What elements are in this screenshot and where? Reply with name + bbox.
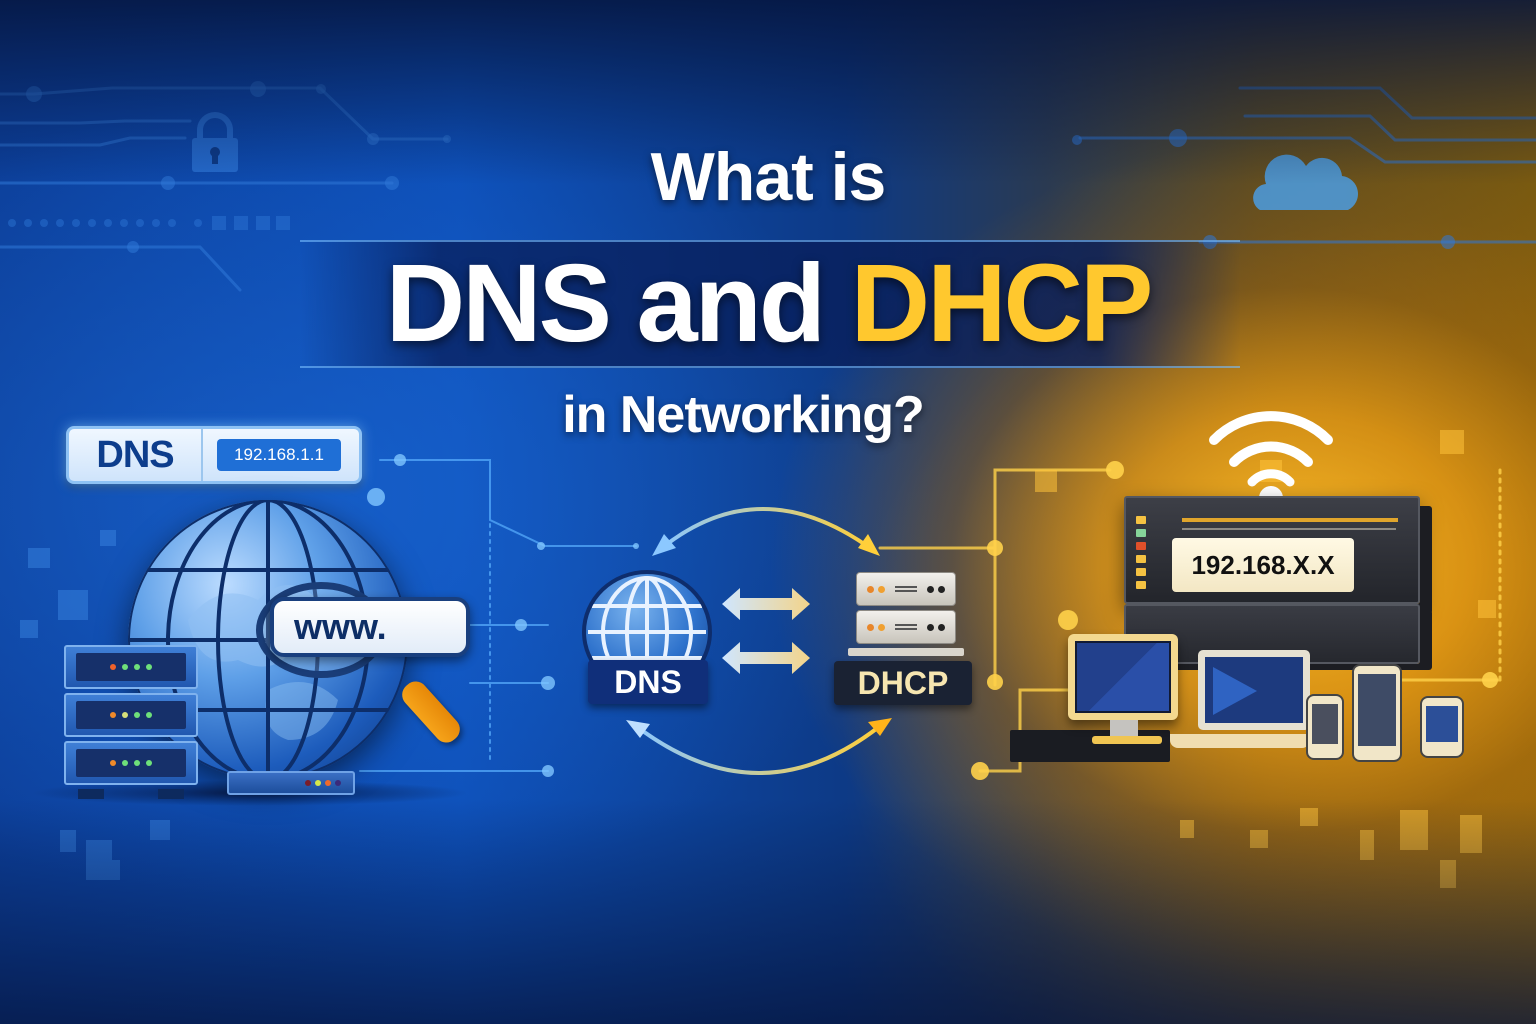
title-line-networking: in Networking? — [562, 386, 925, 444]
monitor-stand — [1110, 720, 1138, 738]
search-url-bar: www. — [270, 597, 470, 657]
title-band — [300, 240, 1240, 368]
title-dns: DNS — [385, 242, 612, 365]
dhcp-server-icon — [848, 572, 964, 656]
wifi-icon — [1209, 411, 1333, 510]
phone-large-icon — [1352, 664, 1402, 762]
server-icon — [64, 645, 198, 799]
router-ip-display: 192.168.X.X — [1172, 538, 1354, 592]
monitor-base — [1092, 736, 1162, 744]
title-line-main: DNS and DHCP — [0, 244, 1536, 364]
title-and: and — [636, 242, 827, 365]
bidirectional-arrow-icon — [722, 588, 810, 674]
title-line-what-is: What is — [650, 139, 887, 215]
laptop-icon — [1198, 650, 1310, 730]
dns-bar-label: DNS — [69, 429, 203, 481]
center-dhcp-label: DHCP — [834, 661, 972, 705]
monitor-icon — [1068, 634, 1178, 720]
tablet-icon — [1420, 696, 1464, 758]
dns-address-bar: DNS 192.168.1.1 — [66, 426, 362, 484]
title-dhcp: DHCP — [850, 242, 1154, 365]
phone-icon — [1306, 694, 1344, 760]
device-shelf — [1010, 730, 1170, 762]
dns-bar-ip: 192.168.1.1 — [217, 439, 341, 471]
network-switch-icon — [227, 771, 355, 795]
center-dns-label: DNS — [588, 660, 708, 704]
dhcp-router-icon: 192.168.X.X — [1124, 496, 1420, 604]
laptop-base — [1170, 734, 1310, 748]
